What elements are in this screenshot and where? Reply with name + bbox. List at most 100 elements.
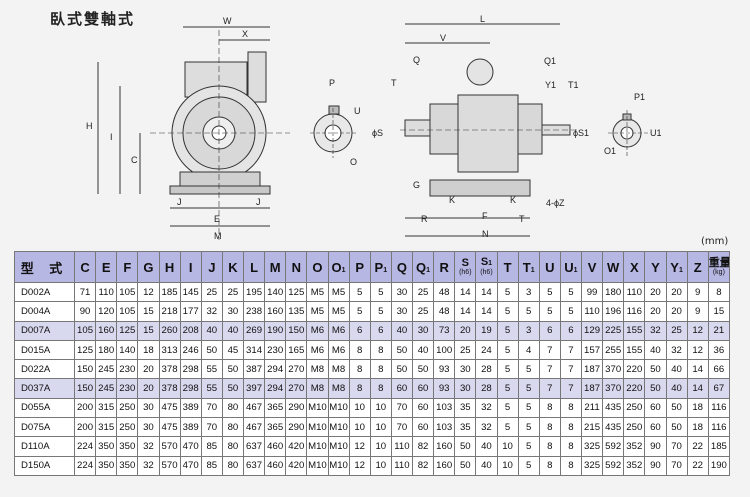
table-cell: 35: [454, 417, 477, 438]
dim-label-y1: Y1: [545, 80, 556, 90]
table-cell: 215: [580, 417, 604, 438]
unit-label: (mm): [701, 236, 729, 247]
column-header: M: [264, 251, 287, 283]
table-cell: 55: [200, 359, 223, 380]
table-cell: 40: [475, 455, 498, 476]
table-cell: 93: [433, 378, 456, 399]
table-cell: 5: [517, 455, 540, 476]
technical-drawing: W X H I C J J E M P U ϕS O L: [86, 14, 662, 240]
header-main: T: [503, 259, 512, 275]
table-cell: 50: [200, 339, 223, 361]
table-cell: 4: [517, 339, 540, 361]
table-cell: 5: [496, 417, 519, 438]
header-note: (h6): [459, 268, 472, 276]
table-cell: 5: [369, 301, 392, 322]
dim-label-q: Q: [413, 55, 420, 65]
dim-label-c: C: [131, 155, 138, 165]
table-cell: 230: [116, 359, 139, 380]
table-cell: 14: [686, 378, 709, 399]
table-cell: 80: [221, 417, 245, 438]
table-cell: 12: [348, 455, 371, 476]
table-cell: 294: [264, 359, 287, 380]
dim-label-r: R: [421, 214, 428, 224]
table-cell: 378: [158, 378, 181, 399]
header-main: Y: [670, 259, 679, 275]
table-cell: 20: [665, 281, 688, 303]
table-cell: 155: [623, 320, 646, 341]
table-cell: 30: [454, 378, 477, 399]
table-cell: 14: [686, 359, 709, 380]
table-cell: 30: [390, 301, 414, 322]
table-cell: M10: [306, 455, 329, 476]
header-main: H: [164, 259, 175, 275]
table-cell: 6: [538, 320, 561, 341]
table-cell: 30: [137, 417, 160, 438]
table-cell: 20: [454, 320, 477, 341]
header-main: P: [355, 259, 365, 275]
table-cell: 460: [264, 436, 287, 457]
table-cell: M8: [306, 378, 329, 399]
table-cell: 50: [221, 378, 245, 399]
header-main: Q: [396, 259, 407, 275]
table-cell: 105: [116, 301, 139, 322]
table-cell: 5: [517, 436, 540, 457]
table-cell: 40: [221, 320, 245, 341]
table-cell: 60: [644, 417, 667, 438]
table-cell: 180: [602, 281, 625, 303]
table-cell: 5: [496, 378, 519, 399]
table-cell: 60: [644, 397, 667, 419]
table-cell: 269: [242, 320, 266, 341]
table-cell: 467: [242, 417, 266, 438]
table-cell: 110: [623, 281, 646, 303]
table-cell: 10: [369, 436, 392, 457]
table-cell: 10: [348, 397, 371, 419]
table-cell: 40: [665, 359, 688, 380]
table-cell: 5: [348, 301, 371, 322]
side-view-drawing: [400, 23, 580, 237]
table-cell: 32: [665, 339, 688, 361]
table-cell: M10: [327, 397, 350, 419]
table-cell: 36: [707, 339, 731, 361]
table-cell: 637: [242, 436, 266, 457]
table-cell: 260: [158, 320, 181, 341]
table-cell: M10: [327, 436, 350, 457]
header-subscript: 1: [341, 266, 346, 274]
column-header: Q: [390, 251, 414, 283]
table-cell: 145: [179, 281, 202, 303]
table-cell: 85: [200, 436, 223, 457]
table-cell: 80: [221, 397, 245, 419]
table-cell: 12: [348, 436, 371, 457]
table-cell: 25: [411, 301, 435, 322]
table-cell: 8: [538, 436, 561, 457]
table-cell: 70: [200, 417, 223, 438]
table-cell: 238: [242, 301, 266, 322]
header-subscript: 1: [488, 260, 493, 267]
table-cell: 90: [73, 301, 97, 322]
table-cell: 20: [137, 378, 160, 399]
table-cell: 246: [179, 339, 202, 361]
table-cell: 110: [390, 455, 414, 476]
table-cell: 352: [623, 436, 646, 457]
table-cell: 185: [707, 436, 731, 457]
table-cell: 22: [686, 436, 709, 457]
column-header: Y1: [665, 251, 688, 283]
table-cell: 220: [623, 378, 646, 399]
header-note: (kg): [712, 268, 725, 276]
table-cell: 20: [665, 301, 688, 322]
table-cell: 196: [602, 301, 625, 322]
model-cell: D022A: [14, 359, 75, 380]
table-cell: 25: [454, 339, 477, 361]
table-cell: 8: [348, 378, 371, 399]
table-cell: 8: [538, 417, 561, 438]
dim-label-u1: U1: [650, 128, 662, 138]
table-cell: 18: [137, 339, 160, 361]
table-cell: 157: [580, 339, 604, 361]
table-cell: 208: [179, 320, 202, 341]
table-cell: 48: [433, 281, 456, 303]
column-header: Q1: [411, 251, 435, 283]
table-cell: 250: [623, 397, 646, 419]
table-cell: 365: [264, 417, 287, 438]
